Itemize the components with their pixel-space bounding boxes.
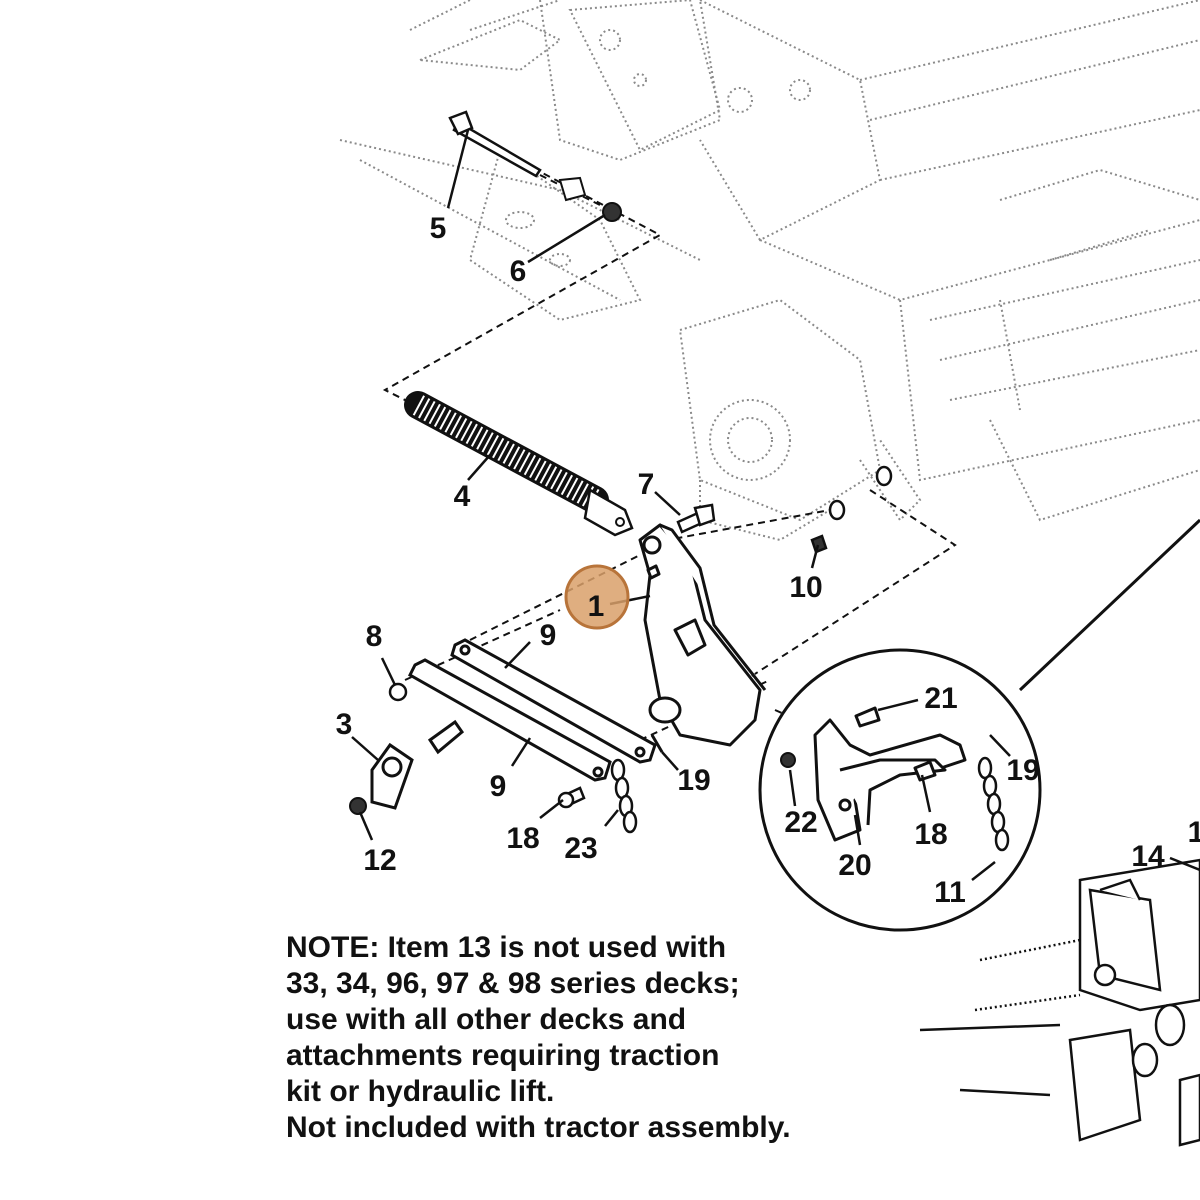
callout-7: 7 (638, 468, 655, 501)
note-line: Not included with tractor assembly. (286, 1111, 791, 1144)
spring-part-4 (404, 391, 634, 537)
note-line: NOTE: Item 13 is not used with (286, 931, 727, 964)
callout-21: 21 (924, 682, 957, 715)
nut-part-8 (388, 682, 408, 702)
detail-inset (758, 518, 1200, 932)
leader-lines (351, 129, 1200, 881)
callout-14: 14 (1131, 840, 1165, 873)
note-line: attachments requiring traction (286, 1039, 720, 1072)
highlight-circle (564, 564, 630, 630)
tractor-frame-background (339, 0, 1200, 542)
note-line: kit or hydraulic lift. (286, 1075, 555, 1108)
callout-19-detail: 19 (1006, 754, 1039, 787)
callout-9-upper: 9 (540, 619, 557, 652)
callout-5: 5 (430, 212, 447, 245)
callout-18-detail: 18 (914, 818, 947, 851)
callout-11: 11 (934, 876, 966, 909)
note-line: 33, 34, 96, 97 & 98 series decks; (286, 967, 740, 1000)
callout-1: 1 (588, 590, 605, 623)
bolt-part-5 (448, 110, 542, 178)
washers (810, 465, 893, 554)
callout-20: 20 (838, 849, 871, 882)
callout-10: 10 (789, 571, 822, 604)
nut-part-12 (349, 797, 367, 815)
callout-12: 12 (363, 844, 396, 877)
deck-hardware-bottom-right (919, 858, 1200, 1147)
callout-23: 23 (564, 832, 597, 865)
callout-18: 18 (506, 822, 539, 855)
bolt-part-7 (676, 503, 716, 534)
callout-6: 6 (510, 255, 527, 288)
callout-22: 22 (784, 806, 817, 839)
nut-part-6 (558, 176, 622, 222)
lift-arm-part-1 (638, 523, 767, 747)
callout-3: 3 (336, 708, 353, 741)
chain-part-23 (610, 758, 638, 834)
callout-1-partial: 1 (1188, 816, 1200, 849)
plate-part-3 (370, 719, 465, 810)
callout-9-lower: 9 (490, 770, 507, 803)
link-bars-part-9 (408, 638, 657, 782)
note-text: NOTE: Item 13 is not used with 33, 34, 9… (286, 930, 926, 1146)
callout-4: 4 (454, 480, 471, 513)
callout-8: 8 (366, 620, 383, 653)
callout-numbers: 1 5 6 4 7 10 8 9 9 3 12 18 23 19 21 19 2… (336, 212, 1200, 909)
note-line: use with all other decks and (286, 1003, 687, 1036)
pin-part-18 (557, 786, 586, 809)
callout-19: 19 (677, 764, 710, 797)
cotter-pin-part-19 (650, 734, 664, 753)
